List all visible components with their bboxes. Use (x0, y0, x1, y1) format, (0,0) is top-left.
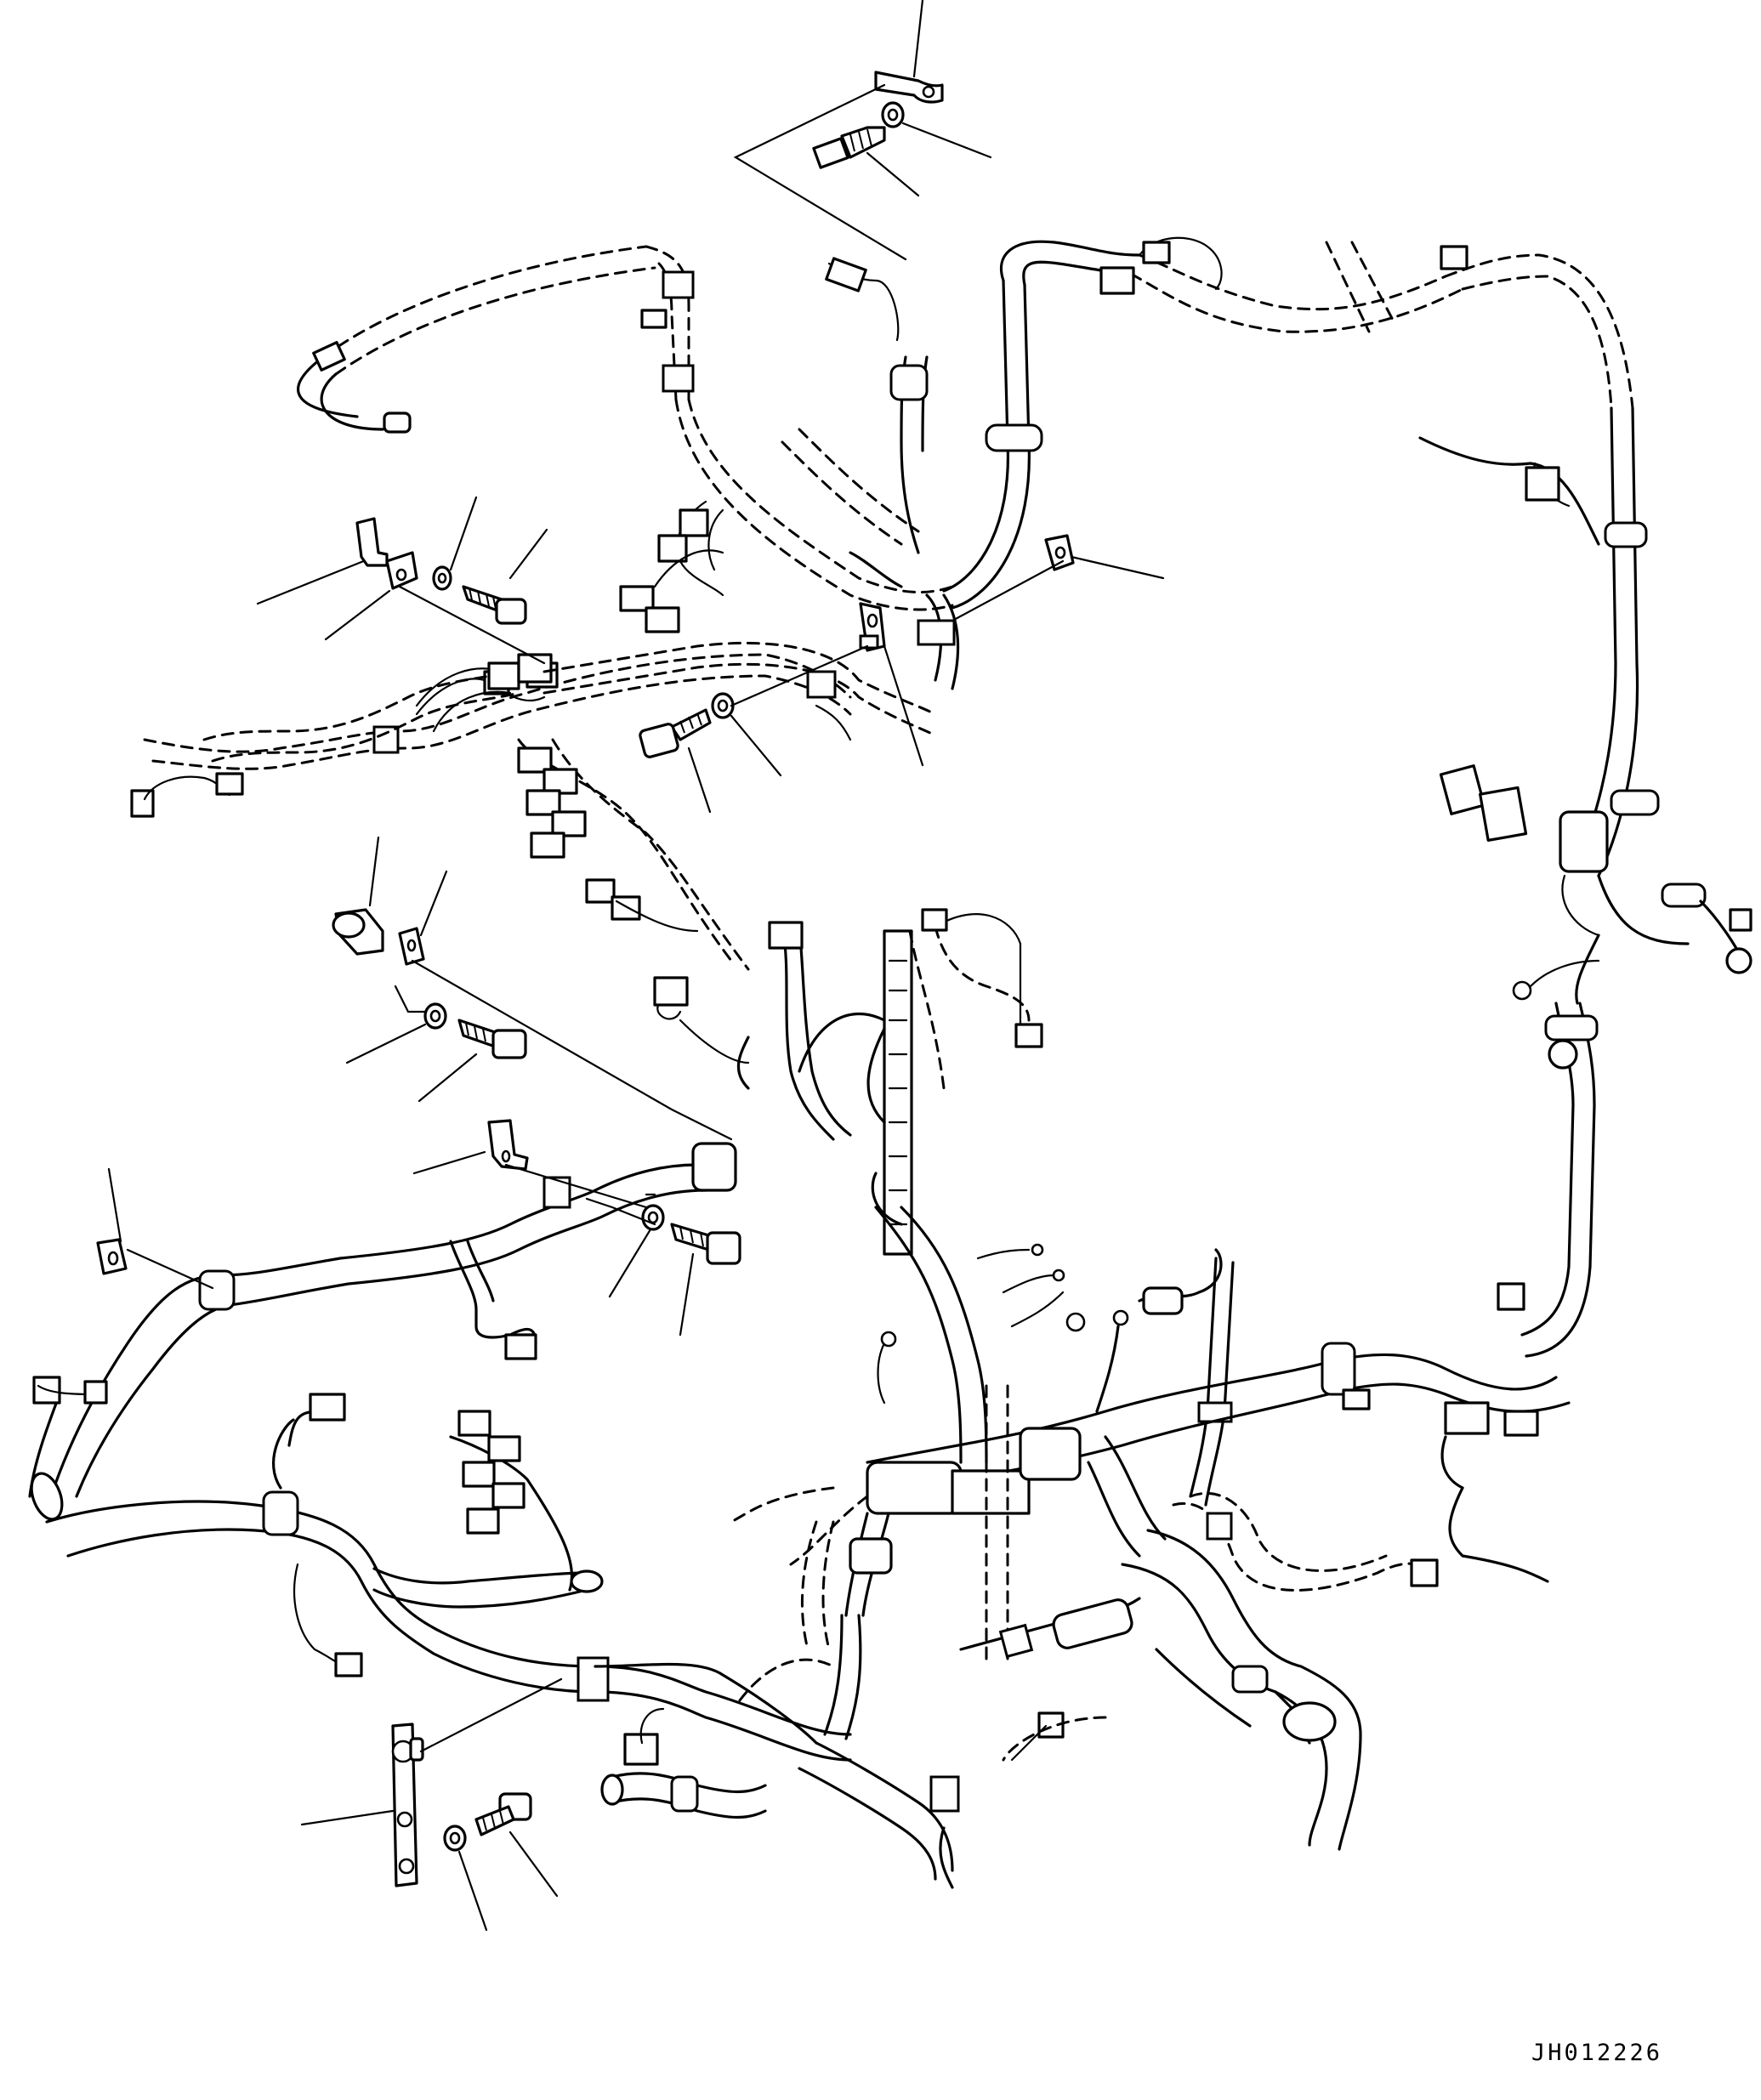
bolt-icon (457, 1019, 527, 1059)
far-left-clamp-assembly (96, 1167, 214, 1290)
spacer-icon (332, 908, 384, 956)
upper-center-branches (619, 355, 960, 690)
strap-plate-icon (391, 1723, 418, 1887)
clamp-bracket (487, 1119, 529, 1171)
left-middle-clamp-assembly (332, 836, 733, 1141)
top-clamp-assembly (733, 0, 992, 342)
upper-harness (297, 236, 1752, 1358)
bolt-icon (474, 1792, 532, 1836)
bolt-icon (670, 1223, 741, 1265)
lower-center-clamp-assembly (412, 1119, 741, 1337)
left-mid-harness (202, 641, 937, 763)
bottom-strap-assembly (300, 1677, 563, 1932)
lower-left-harness (28, 1142, 1252, 1889)
bolt-icon (462, 585, 527, 625)
bolt-icon (812, 126, 886, 169)
drawing-number: JH012226 (1531, 2040, 1662, 2066)
leader-line (912, 0, 924, 78)
upper-left-clamp-assembly (256, 496, 548, 665)
clamp-bracket (355, 517, 389, 567)
center-clamp-assembly (639, 534, 1165, 814)
bolt-icon (639, 708, 712, 758)
